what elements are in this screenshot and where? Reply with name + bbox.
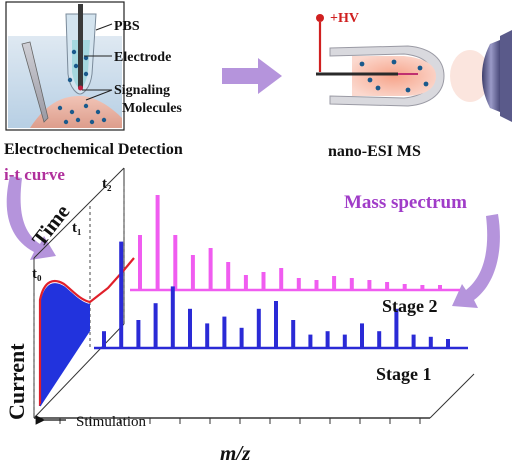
spectrum-peak — [153, 303, 158, 348]
spectrum-peak — [102, 331, 106, 348]
spectrum-peak — [308, 334, 313, 348]
arrow-to-ms — [222, 58, 282, 94]
arrow-mass-spectrum — [452, 214, 500, 308]
spectrum-peak — [239, 327, 244, 348]
arrow-it-curve — [6, 176, 56, 260]
spectrum-peak — [190, 255, 195, 290]
spectrum-peak — [342, 334, 347, 348]
electrode-wire — [78, 4, 83, 88]
label-hv: +HV — [330, 11, 359, 26]
it-curve-line — [38, 257, 135, 406]
label-electrode: Electrode — [114, 50, 171, 65]
label-stage-1: Stage 1 — [376, 364, 432, 384]
spectrum-peak — [170, 286, 175, 348]
spectrum-peak — [411, 334, 416, 348]
spectrum-peak — [261, 272, 266, 290]
spray-glow — [450, 50, 490, 102]
spectrum-peak — [428, 336, 433, 348]
label-stage-2: Stage 2 — [382, 296, 438, 316]
spectrum-stage-1 — [94, 241, 468, 350]
leader-pbs — [95, 23, 113, 31]
time-guide-lines — [33, 186, 125, 418]
it-curve-base — [39, 329, 91, 407]
hv-terminal — [316, 14, 324, 22]
electrode-tip — [78, 85, 83, 91]
spectrum-peak — [138, 235, 142, 290]
time-tick-t2: t₂ — [102, 176, 112, 192]
pipette — [21, 41, 49, 123]
spectrum-peak — [208, 248, 213, 290]
ms-inlet-ring — [500, 30, 512, 122]
caption-electrochemical-detection: Electrochemical Detection — [4, 141, 183, 158]
spectrum-peak — [325, 331, 330, 348]
spectrum-peak — [205, 323, 210, 348]
spectrum-peak — [332, 276, 337, 290]
spectrum-peak — [420, 285, 425, 290]
ms-inlet-cone — [482, 40, 500, 112]
label-signaling-line2: Molecules — [122, 101, 182, 116]
label-stimulation: Stimulation — [76, 414, 147, 430]
nano-esi-panel: +HV — [316, 11, 512, 122]
spectrum-peak — [279, 268, 284, 290]
spectrum-peak — [226, 262, 231, 290]
spectrum-stage-2 — [130, 195, 460, 292]
spectrum-peak — [119, 241, 124, 348]
spectrum-peak — [394, 308, 399, 348]
spectrum-peak — [188, 308, 192, 348]
spectrum-peak — [349, 278, 354, 290]
spectrum-peak — [446, 339, 450, 348]
tissue-mound — [30, 96, 122, 128]
spectrum-peak — [296, 278, 301, 290]
electrochemical-setup-panel: PBS Electrode Signaling Molecules — [5, 1, 182, 131]
caption-nano-esi-ms: nano-ESI MS — [328, 143, 421, 160]
solution-plume — [352, 56, 436, 96]
leader-signaling — [85, 89, 113, 101]
spectrum-peak — [155, 195, 160, 290]
label-mass-spectrum: Mass spectrum — [344, 192, 467, 213]
spectrum-peak — [377, 331, 382, 348]
esi-molecules — [359, 59, 429, 93]
spectrum-peak — [367, 280, 372, 290]
label-signaling-line1: Signaling — [114, 83, 170, 98]
spectrum-peak — [291, 320, 296, 348]
spectrum-peak — [314, 280, 319, 290]
spectrum-peak — [243, 275, 248, 290]
time-tick-t0: t₀ — [32, 266, 42, 282]
spectrum-peak — [136, 320, 141, 348]
it-curve-fill — [40, 283, 90, 406]
axis-label-current: Current — [4, 343, 29, 420]
label-pbs: PBS — [114, 19, 140, 34]
label-it-curve: i-t curve — [4, 165, 65, 184]
spectrum-peak — [385, 282, 390, 290]
spectrum-peak — [256, 308, 261, 348]
spectrum-peak — [222, 316, 227, 348]
axis-label-mz: m/z — [220, 441, 251, 465]
x-axis-ticks — [59, 418, 421, 424]
time-tick-t1: t₁ — [72, 220, 82, 236]
spectrum-peak — [438, 285, 442, 290]
spectrum-peak — [402, 284, 407, 290]
spectrum-peak — [360, 323, 364, 348]
spectrum-peak — [274, 301, 278, 348]
spectrum-peak — [173, 235, 178, 290]
signaling-molecules — [57, 49, 107, 125]
